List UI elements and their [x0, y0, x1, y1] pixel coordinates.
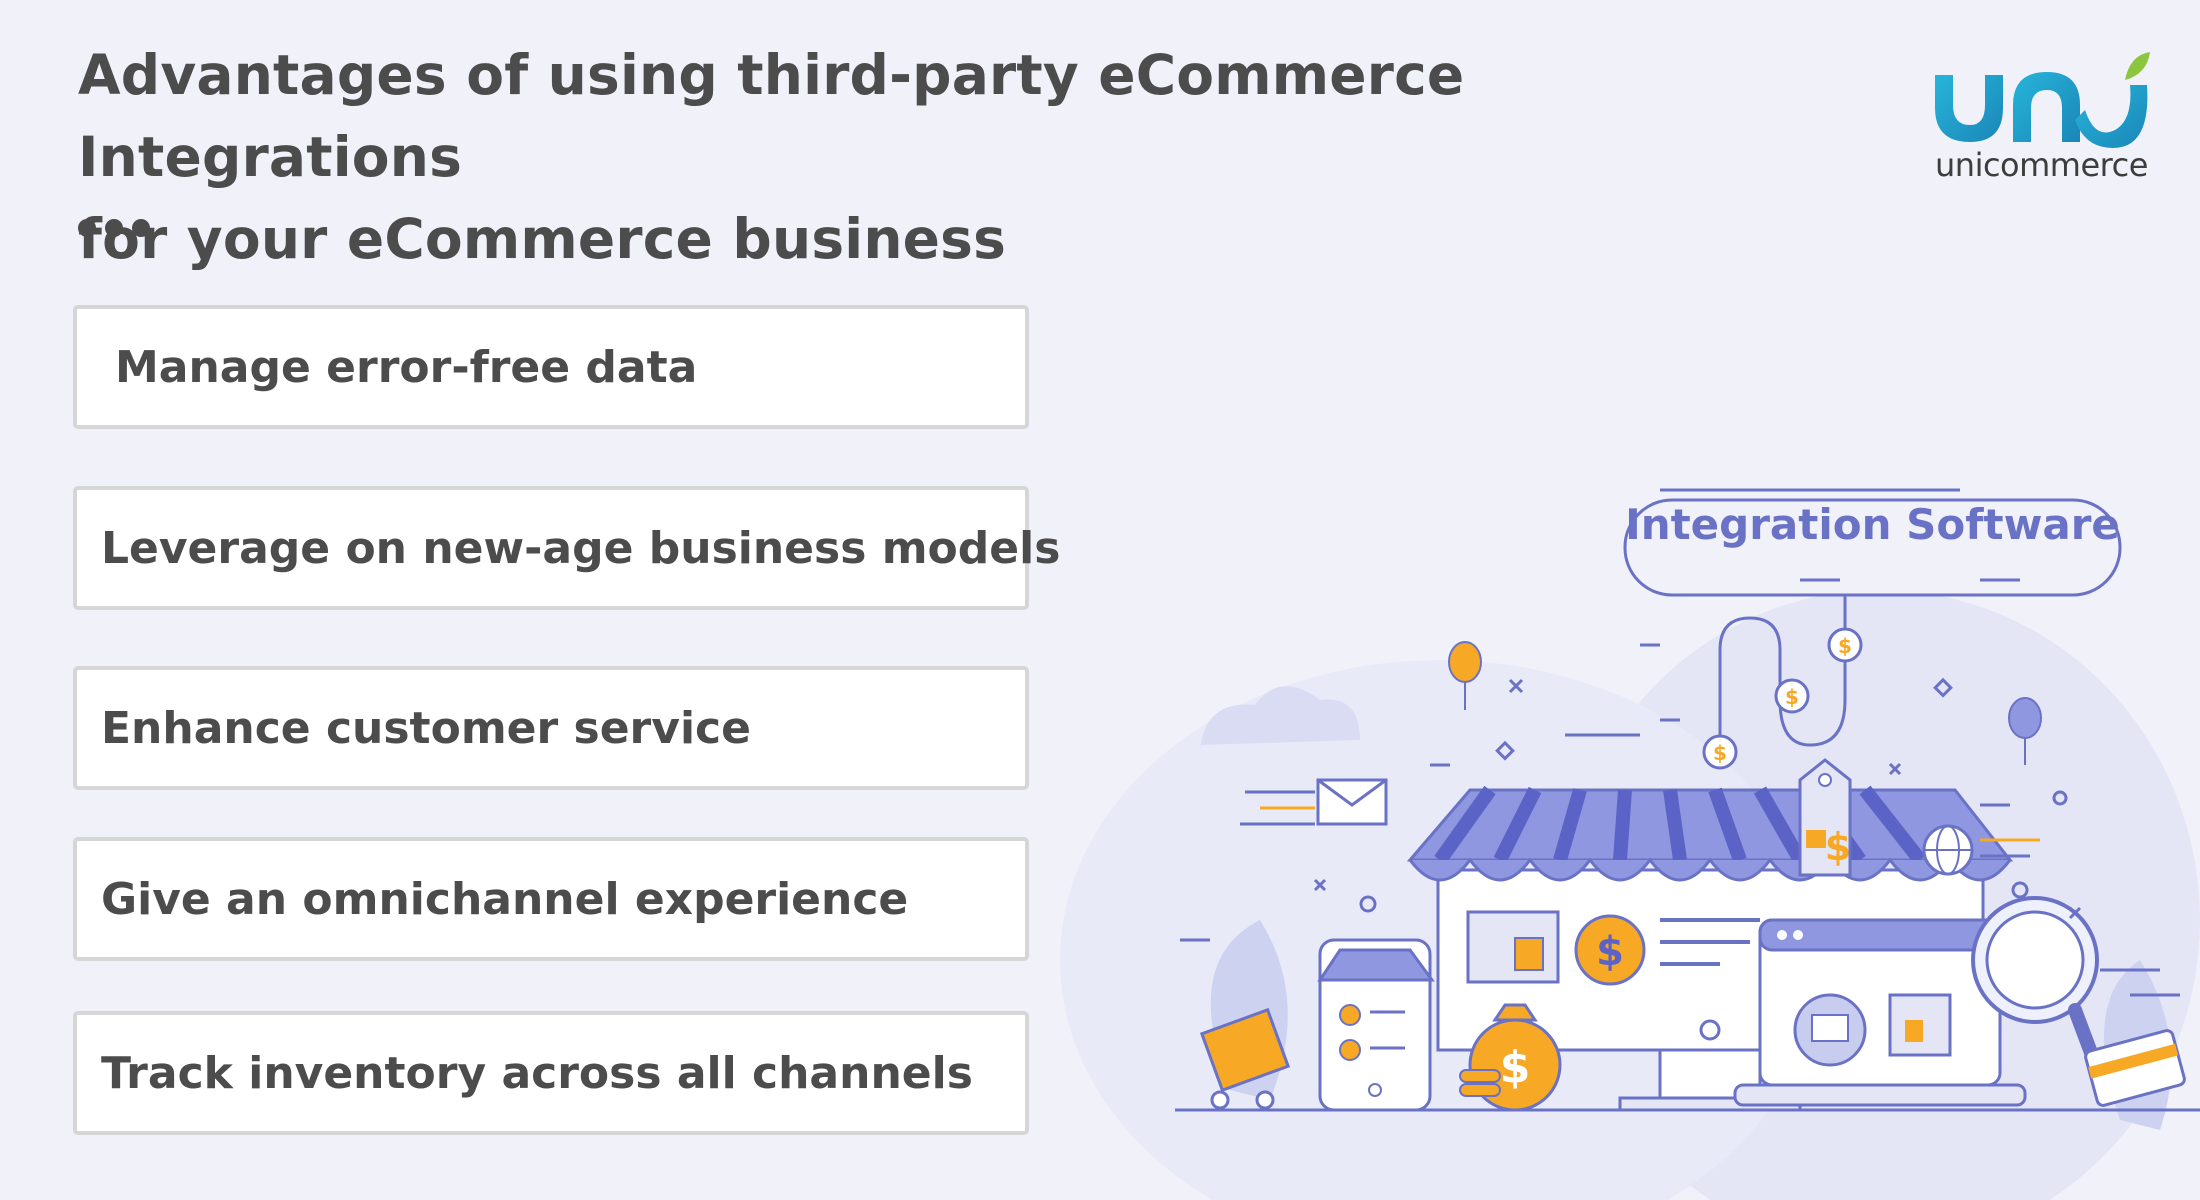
ecommerce-illustration: $ $ $ $ $: [1060, 488, 2200, 1200]
integration-software-label: Integration Software: [1625, 500, 2120, 549]
balloon-icon: [1448, 641, 2042, 765]
advantage-card-4: Give an omnichannel experience: [73, 837, 1029, 961]
unicommerce-logo-icon: [1935, 52, 2150, 148]
page-title-line-1: Advantages of using third-party eCommerc…: [78, 43, 1465, 189]
credit-card-icon: [2084, 1029, 2186, 1107]
advantage-card-1: Manage error-free data: [73, 305, 1029, 429]
tablet-shop-icon: [1317, 938, 1435, 1112]
globe-icon: [1922, 824, 2040, 876]
advantage-label: Track inventory across all channels: [101, 1047, 973, 1099]
advantage-card-2: Leverage on new-age business models: [73, 486, 1060, 610]
dollar-coin-icon: $ $ $: [1702, 627, 1863, 770]
advantage-label: Give an omnichannel experience: [101, 873, 909, 925]
integration-software-pill: [1623, 498, 2122, 597]
svg-text:$: $: [1838, 634, 1852, 658]
envelope-icon: [1240, 778, 1388, 826]
money-bag-icon: $: [1459, 1003, 1562, 1112]
shopping-cart-icon: [1199, 1007, 1291, 1110]
svg-text:$: $: [1825, 825, 1851, 869]
advantage-card-5: Track inventory across all channels: [73, 1011, 1029, 1135]
advantage-label: Leverage on new-age business models: [101, 522, 1061, 574]
advantage-card-3: Enhance customer service: [73, 666, 1029, 790]
price-tag-icon: $: [1798, 758, 1852, 877]
cloud-icon: [1200, 686, 1360, 750]
svg-text:$: $: [1713, 741, 1727, 765]
page-title-line-2: for your eCommerce business: [78, 207, 1007, 271]
advantage-label: Enhance customer service: [101, 702, 751, 754]
ellipsis-dots: [78, 219, 150, 237]
svg-text:$: $: [1500, 1042, 1531, 1093]
page-title: Advantages of using third-party eCommerc…: [78, 34, 1838, 280]
svg-text:$: $: [1785, 685, 1799, 709]
svg-text:$: $: [1596, 929, 1624, 975]
logo-wordmark: unicommerce: [1935, 146, 2148, 184]
advantage-label: Manage error-free data: [115, 341, 698, 393]
